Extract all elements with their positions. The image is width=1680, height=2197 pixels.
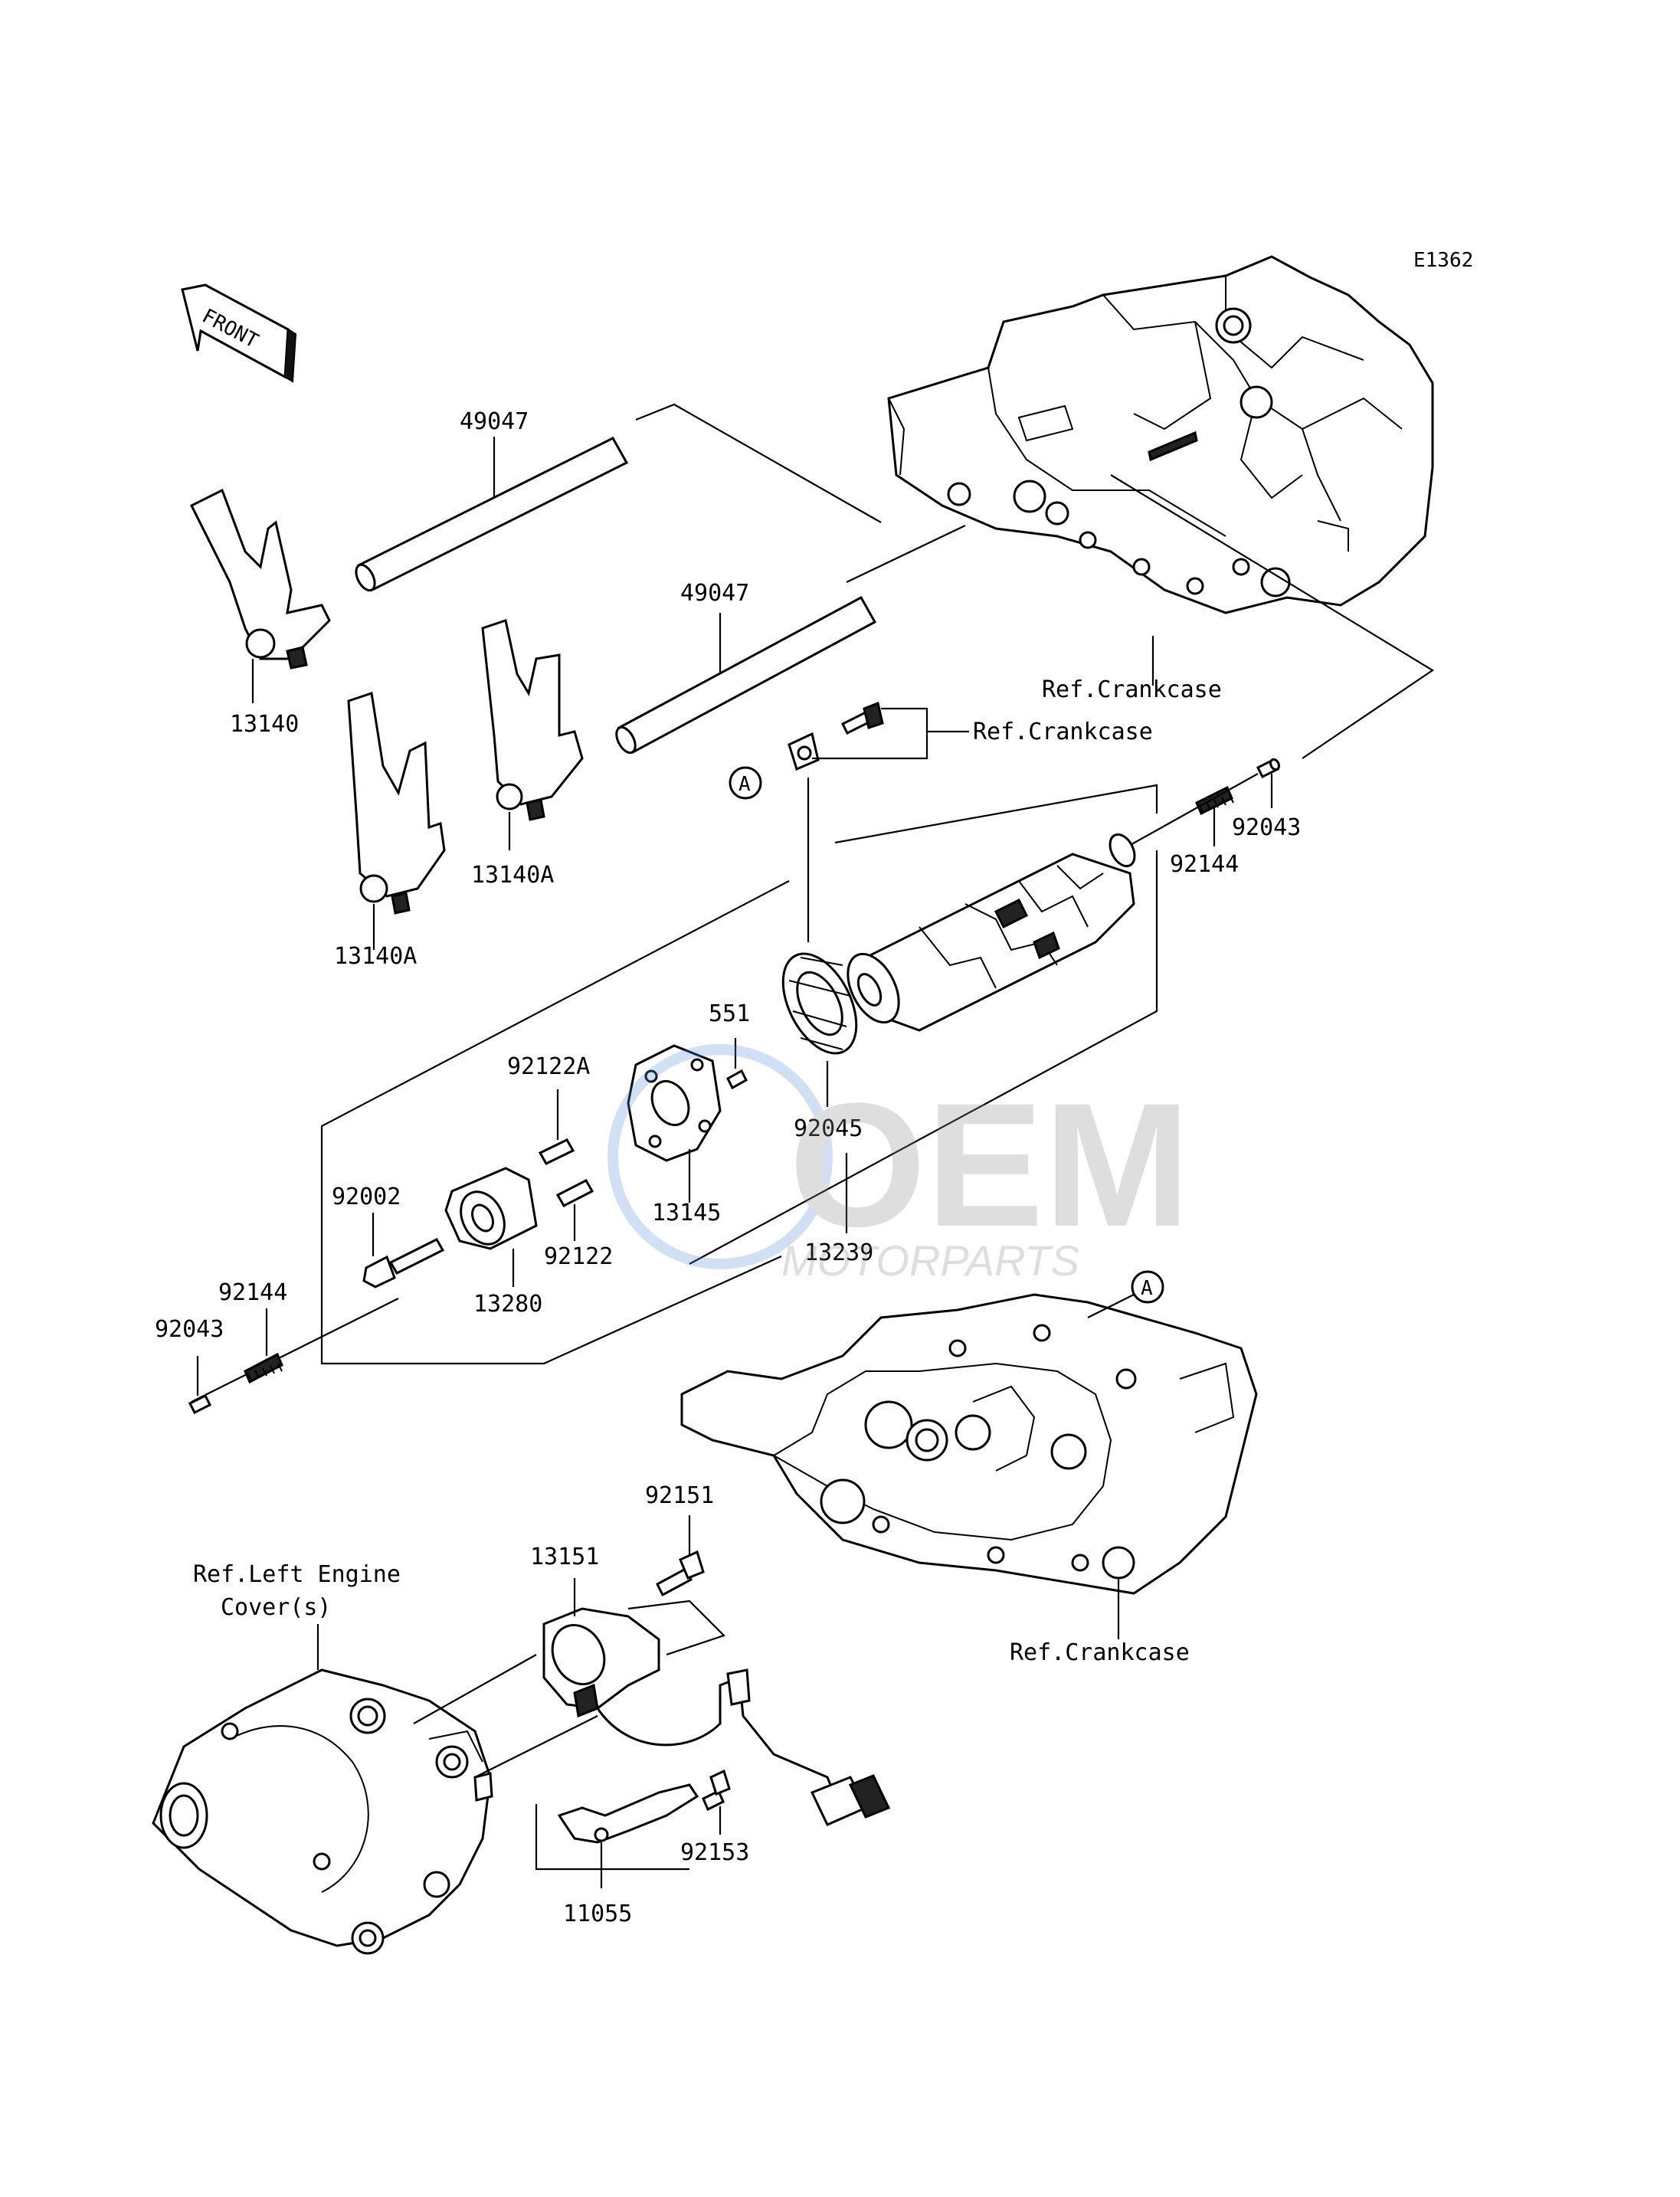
label-13151: 13151 [530,1544,599,1570]
upper-crankcase [887,255,1434,614]
ref-crankcase-bolt-label: Ref.Crankcase [973,719,1153,745]
pin-92043-left [188,1393,212,1415]
label-13145: 13145 [652,1200,721,1226]
left-engine-cover [152,1668,493,1955]
label-92122A: 92122A [507,1053,590,1080]
bolt-92153 [702,1769,731,1812]
label-92144-left: 92144 [218,1279,287,1306]
shift-rod-upper [355,437,629,592]
label-13140: 13140 [230,711,299,738]
pin-92122A [538,1138,575,1165]
bolt-with-plate [788,701,884,771]
lower-crankcase [680,1293,1258,1595]
ref-crankcase-bottom-label: Ref.Crankcase [1010,1639,1190,1666]
label-92122: 92122 [544,1243,613,1270]
label-13280: 13280 [473,1291,542,1318]
bearing-92045 [781,952,858,1055]
pin-92122 [555,1179,594,1207]
callout-a-lower [1131,1270,1164,1304]
shift-fork-13140A-left [347,692,446,915]
label-92043-right: 92043 [1232,814,1301,841]
bolt-92151 [656,1550,705,1597]
callout-a-upper [729,766,762,800]
label-49047-a: 49047 [460,408,529,435]
diagram-code: E1362 [1413,249,1473,272]
label-13239: 13239 [804,1239,873,1266]
gear-position-switch-13151 [542,1607,891,1826]
label-49047-b: 49047 [680,580,749,607]
label-13140A-b: 13140A [334,943,417,970]
callout-a-upper-text: A [738,773,751,796]
front-arrow-icon: FRONT [181,283,297,383]
holder-13280 [444,1167,538,1250]
watermark: OEM MOTORPARTS [607,1044,1190,1285]
pin-551 [726,1069,748,1090]
bolt-92002 [362,1238,445,1288]
label-13140A-a: 13140A [471,862,554,889]
bracket-11055 [557,1783,699,1844]
watermark-brand: OEM [789,1066,1190,1263]
pin-92043-right [1256,758,1280,779]
watermark-subtitle: MOTORPARTS [781,1236,1079,1285]
shift-drum [847,833,1136,1032]
shift-fork-13140 [189,488,331,670]
label-92045: 92045 [794,1115,863,1142]
ref-left-engine-label-1: Ref.Left Engine [193,1561,401,1588]
ref-crankcase-top-label: Ref.Crankcase [1042,676,1222,703]
shift-fork-13140A-right [481,619,584,821]
shift-rod-lower [615,595,877,755]
label-551: 551 [709,1000,750,1027]
shift-cam-13145 [627,1044,722,1162]
label-92002: 92002 [332,1184,401,1210]
spring-92144-left [244,1352,283,1384]
ref-left-engine-label-2: Cover(s) [221,1594,332,1621]
label-92043-left: 92043 [155,1316,224,1343]
callout-a-lower-text: A [1141,1277,1153,1300]
label-92153: 92153 [680,1839,749,1866]
label-11055: 11055 [563,1901,632,1927]
label-92151: 92151 [645,1482,714,1509]
label-92144-right: 92144 [1170,851,1239,878]
